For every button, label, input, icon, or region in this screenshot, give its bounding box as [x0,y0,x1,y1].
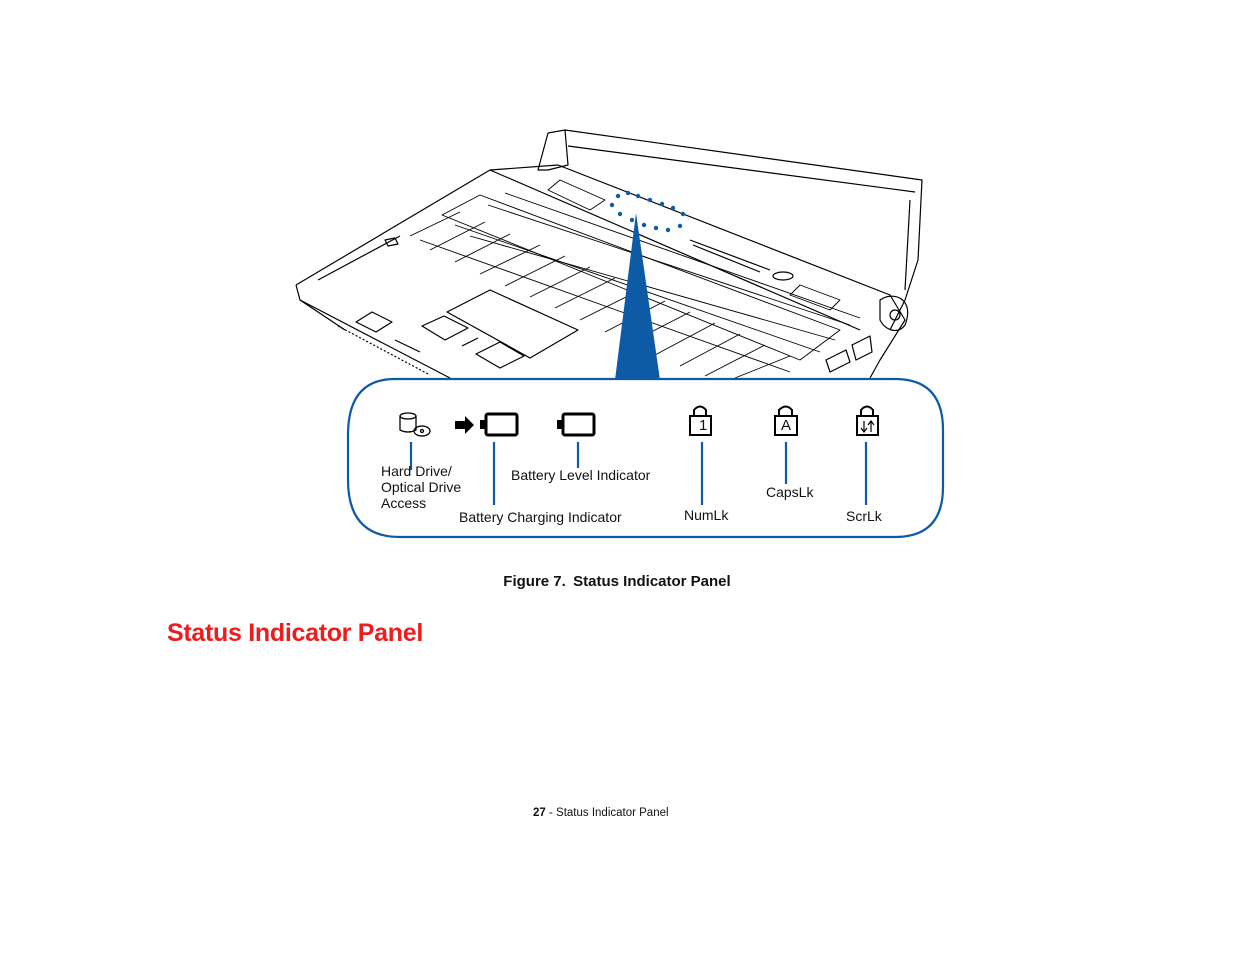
numlock-icon [689,405,712,436]
caption-title: Status Indicator Panel [573,573,731,590]
numlock-symbol: 1 [699,417,708,434]
footer-separator: - [545,807,557,819]
label-battery-charging: Battery Charging Indicator [459,509,622,525]
charging-arrow-icon [455,416,474,434]
scrolllock-icon [856,405,879,436]
hard-drive-icon [399,412,431,437]
section-heading: Status Indicator Panel [167,619,423,647]
status-indicator-figure: 1 A Hard Drive/ Optical Drive Access Bat… [295,129,945,539]
caption-prefix: Figure 7. [503,573,566,590]
page-number: 27 [533,807,546,819]
capslock-icon [774,405,798,436]
battery-icon [480,412,596,437]
label-capslk: CapsLk [766,484,814,500]
label-hard-drive-line1: Hard Drive/ [381,463,452,479]
laptop-illustration [295,129,945,539]
label-hard-drive-line3: Access [381,495,427,511]
page-footer: 27 - Status Indicator Panel [533,807,669,819]
figure-caption: Figure 7. Status Indicator Panel [0,573,1235,590]
capslock-symbol: A [781,417,792,434]
label-scrlk: ScrLk [846,508,882,524]
footer-title: Status Indicator Panel [556,807,669,819]
label-hard-drive-line2: Optical Drive [381,479,462,495]
label-battery-level: Battery Level Indicator [511,467,651,483]
label-numlk: NumLk [684,507,729,523]
